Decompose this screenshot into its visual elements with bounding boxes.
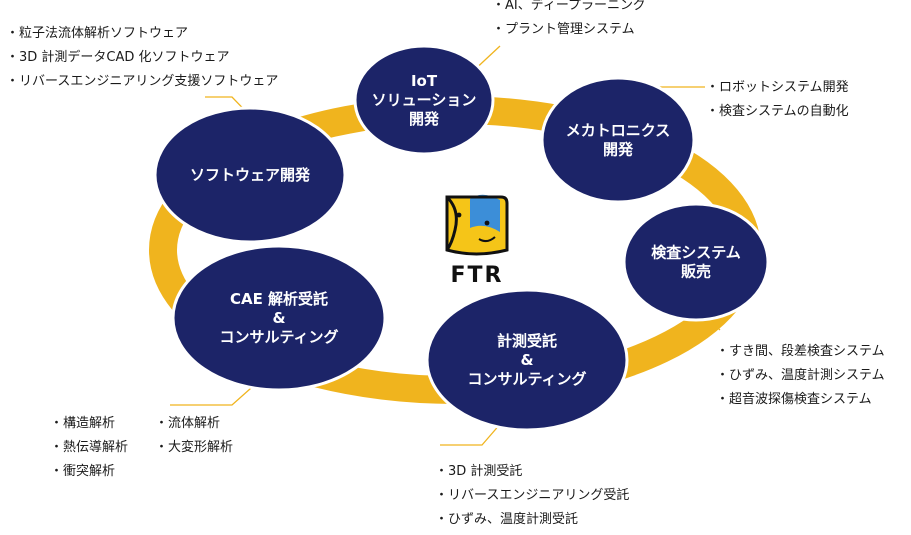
list-item: 熱伝導解析 [50, 436, 128, 460]
list-item: リバースエンジニアリング支援ソフトウェア [6, 70, 278, 94]
list-item: 3D 計測受託 [435, 460, 629, 484]
cae-list-left: 構造解析 熱伝導解析 衝突解析 [50, 412, 128, 484]
node-cae-label-line: コンサルティング [219, 328, 338, 346]
software-list: 粒子法流体解析ソフトウェア 3D 計測データCAD 化ソフトウェア リバースエン… [6, 22, 278, 94]
ftr-logo: FTR [445, 194, 509, 288]
node-iot-label-line: IoT [411, 72, 438, 90]
node-measurement-circle [425, 288, 629, 432]
logo-eye-left [456, 212, 462, 218]
list-item: 衝突解析 [50, 460, 128, 484]
list-item: リバースエンジニアリング受託 [435, 484, 629, 508]
node-inspection-label-line: 販売 [681, 263, 711, 281]
list-item: 粒子法流体解析ソフトウェア [6, 22, 278, 46]
node-cae: CAE 解析受託&コンサルティング [171, 244, 387, 392]
node-mechatronics-label-line: メカトロニクス [566, 122, 671, 140]
list-item: 大変形解析 [155, 436, 233, 460]
node-mechatronics-label-line: 開発 [603, 141, 634, 159]
list-item: ひずみ、温度計測受託 [435, 508, 629, 532]
list-item: 3D 計測データCAD 化ソフトウェア [6, 46, 278, 70]
node-iot-circle [353, 44, 495, 156]
logo-mouth [478, 236, 496, 243]
node-cae-label-line: CAE 解析受託 [230, 290, 328, 308]
measurement-list: 3D 計測受託 リバースエンジニアリング受託 ひずみ、温度計測受託 [435, 460, 629, 532]
logo-face-blue [470, 194, 500, 232]
node-iot-label-line: ソリューション [372, 91, 477, 109]
node-measurement-label-line: コンサルティング [467, 370, 586, 388]
node-mechatronics-circle [540, 76, 696, 204]
list-item: ひずみ、温度計測システム [716, 364, 885, 388]
mechatronics-list: ロボットシステム開発 検査システムの自動化 [706, 76, 849, 124]
iot-list: AI、ディープラーニング プラント管理システム [492, 0, 646, 42]
cae-list-right: 流体解析 大変形解析 [155, 412, 233, 460]
inspection-list: すき間、段差検査システム ひずみ、温度計測システム 超音波探傷検査システム [716, 340, 885, 412]
list-item: 検査システムの自動化 [706, 100, 849, 124]
node-inspection-circle [622, 202, 770, 322]
node-inspection-label-line: 検査システム [651, 244, 741, 262]
node-software-label-line: ソフトウェア開発 [190, 166, 311, 184]
node-cae-circle [171, 244, 387, 392]
logo-face-outline [445, 195, 509, 256]
node-cae-label-line: & [272, 309, 285, 327]
list-item: 超音波探傷検査システム [716, 388, 885, 412]
node-iot-label-line: 開発 [409, 110, 440, 128]
list-item: プラント管理システム [492, 18, 646, 42]
node-software: ソフトウェア開発 [153, 106, 347, 244]
list-item: ロボットシステム開発 [706, 76, 849, 100]
node-measurement-label-line: & [520, 351, 533, 369]
list-item: すき間、段差検査システム [716, 340, 885, 364]
node-measurement-label-line: 計測受託 [497, 332, 557, 350]
node-software-circle [153, 106, 347, 244]
logo-text: FTR [451, 263, 504, 288]
list-item: AI、ディープラーニング [492, 0, 646, 18]
list-item: 構造解析 [50, 412, 128, 436]
node-measurement: 計測受託&コンサルティング [425, 288, 629, 432]
logo-eye-right [484, 220, 490, 226]
list-item: 流体解析 [155, 412, 233, 436]
